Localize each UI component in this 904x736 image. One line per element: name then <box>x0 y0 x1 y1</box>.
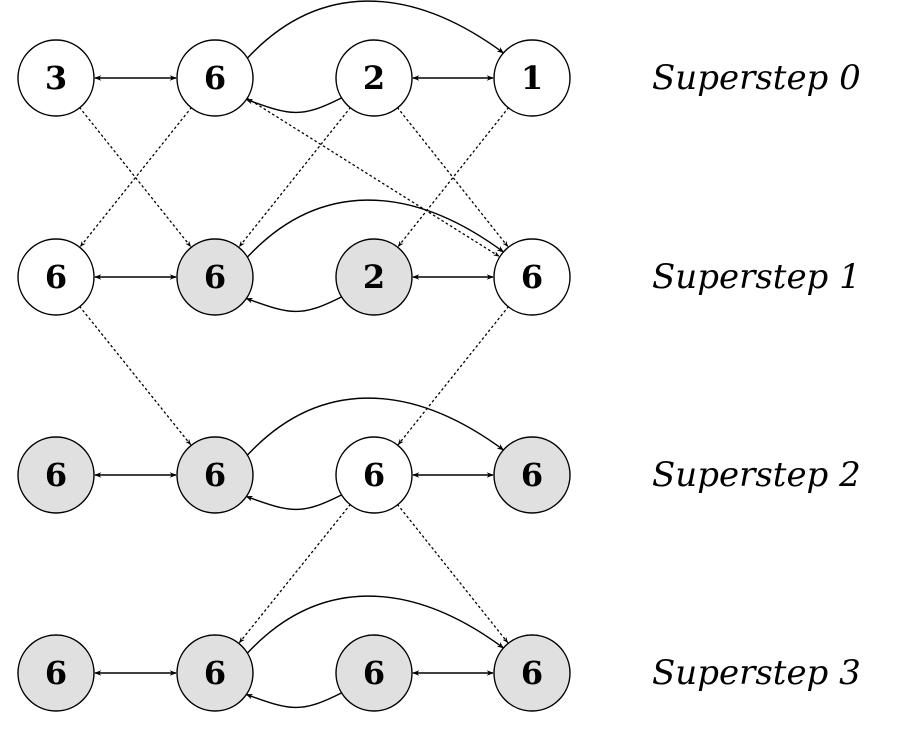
vertex-s0-0: 3 <box>17 39 95 117</box>
vertex-circle-s2-2 <box>335 436 413 514</box>
vertex-value-s0-2: 2 <box>363 59 385 97</box>
vertex-value-s2-2: 6 <box>363 456 385 494</box>
vertex-circle-s2-3 <box>493 436 571 514</box>
vertex-s2-3: 6 <box>493 436 571 514</box>
vertex-circle-s3-3 <box>493 634 571 712</box>
superstep-label-2: Superstep 2 <box>652 455 861 495</box>
message-arrow-s0-0-1 <box>79 107 192 248</box>
vertex-value-s1-0: 6 <box>45 258 67 296</box>
vertex-circle-s0-2 <box>335 39 413 117</box>
vertex-circle-s1-0 <box>17 238 95 316</box>
vertex-circle-s1-2 <box>335 238 413 316</box>
vertex-value-s0-0: 3 <box>45 59 67 97</box>
graph-edge-s1-1-3 <box>246 199 504 258</box>
message-arrow-s0-1-0 <box>79 107 192 248</box>
superstep-label-1: Superstep 1 <box>652 257 861 297</box>
graph-edge-s0-1-3 <box>246 0 504 59</box>
vertex-value-s3-1: 6 <box>204 654 226 692</box>
vertex-circle-s2-1 <box>176 436 254 514</box>
vertex-circle-s0-1 <box>176 39 254 117</box>
message-arrow-s2-2-1 <box>238 503 351 644</box>
node-layer: 3 6 2 1 6 6 2 6 6 6 6 6 6 6 6 6 <box>17 39 571 712</box>
vertex-circle-s2-0 <box>17 436 95 514</box>
vertex-value-s1-2: 2 <box>363 258 385 296</box>
message-arrow-s0-1-3 <box>246 97 500 257</box>
message-arrow-s1-3-2 <box>397 306 509 446</box>
vertex-value-s2-1: 6 <box>204 456 226 494</box>
vertex-value-s3-3: 6 <box>521 654 543 692</box>
graph-edge-s2-2-1 <box>245 494 342 511</box>
superstep-label-layer: Superstep 0 Superstep 1 Superstep 2 Superst… <box>652 58 861 693</box>
vertex-s0-3: 1 <box>493 39 571 117</box>
graph-edge-s3-2-1 <box>245 692 342 709</box>
message-layer <box>79 97 510 644</box>
vertex-circle-s0-0 <box>17 39 95 117</box>
message-arrow-s0-2-3 <box>396 107 509 248</box>
vertex-s1-2: 2 <box>335 238 413 316</box>
message-arrow-s1-0-1 <box>79 305 192 446</box>
superstep-label-3: Superstep 3 <box>652 653 861 693</box>
vertex-value-s0-1: 6 <box>204 59 226 97</box>
vertex-circle-s1-3 <box>493 238 571 316</box>
vertex-s3-2: 6 <box>335 634 413 712</box>
edge-layer <box>94 0 504 709</box>
vertex-circle-s1-1 <box>176 238 254 316</box>
vertex-s3-3: 6 <box>493 634 571 712</box>
vertex-value-s2-0: 6 <box>45 456 67 494</box>
vertex-s2-1: 6 <box>176 436 254 514</box>
message-arrow-s2-2-3 <box>397 504 509 644</box>
vertex-s0-2: 2 <box>335 39 413 117</box>
vertex-circle-s3-1 <box>176 634 254 712</box>
vertex-s1-1: 6 <box>176 238 254 316</box>
vertex-value-s2-3: 6 <box>521 456 543 494</box>
graph-edge-s3-1-3 <box>246 595 504 654</box>
graph-edge-s2-1-3 <box>246 397 504 456</box>
vertex-s0-1: 6 <box>176 39 254 117</box>
vertex-circle-s3-0 <box>17 634 95 712</box>
message-arrow-s0-3-2 <box>397 107 510 248</box>
vertex-value-s3-0: 6 <box>45 654 67 692</box>
vertex-circle-s0-3 <box>493 39 571 117</box>
vertex-s3-0: 6 <box>17 634 95 712</box>
vertex-s1-3: 6 <box>493 238 571 316</box>
vertex-s2-0: 6 <box>17 436 95 514</box>
vertex-value-s1-1: 6 <box>204 258 226 296</box>
superstep-label-0: Superstep 0 <box>652 58 861 98</box>
vertex-s1-0: 6 <box>17 238 95 316</box>
vertex-s3-1: 6 <box>176 634 254 712</box>
graph-edge-s1-2-1 <box>245 296 342 313</box>
graph-edge-s0-2-1 <box>245 97 342 114</box>
vertex-circle-s3-2 <box>335 634 413 712</box>
vertex-s2-2: 6 <box>335 436 413 514</box>
vertex-value-s0-3: 1 <box>521 59 543 97</box>
vertex-value-s3-2: 6 <box>363 654 385 692</box>
message-arrow-s0-2-1 <box>238 107 351 248</box>
vertex-value-s1-3: 6 <box>521 258 543 296</box>
